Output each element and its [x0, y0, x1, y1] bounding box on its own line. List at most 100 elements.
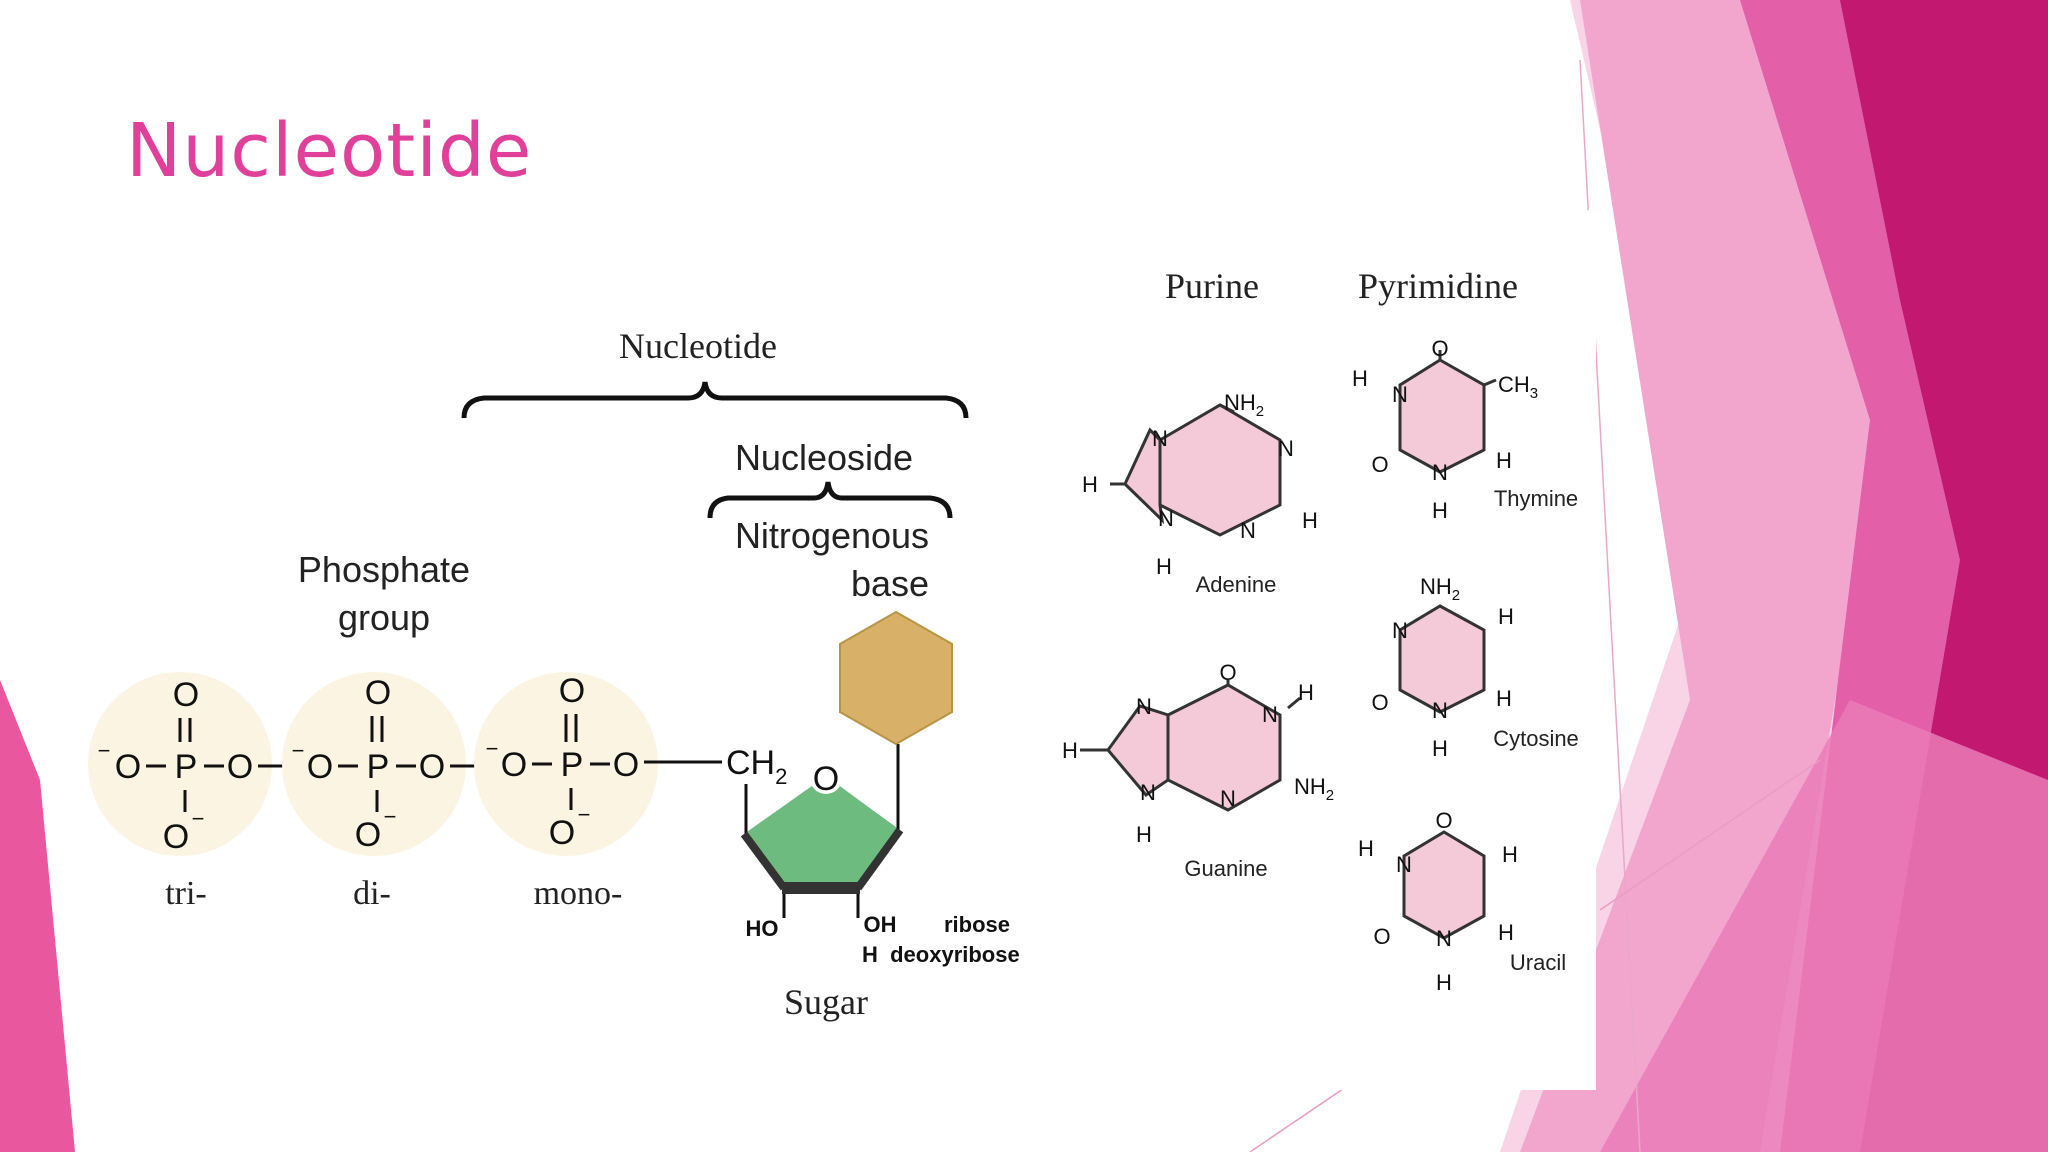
sugar-ring-o: O: [813, 760, 839, 798]
atom-o: O: [559, 672, 585, 710]
atom-n: N: [1158, 506, 1174, 531]
sugar-ribose: ribose: [944, 912, 1010, 937]
atom-o: O: [501, 746, 527, 784]
phosphate-label-mono: mono-: [534, 875, 623, 912]
atom-o: O: [1219, 660, 1236, 685]
phosphate-label-di: di-: [353, 875, 391, 912]
label-thymine: Thymine: [1494, 486, 1578, 511]
phosphate-glow: [282, 672, 466, 856]
label-adenine: Adenine: [1196, 572, 1277, 597]
sugar-ring-o-bg: [810, 762, 842, 794]
guanine-structure: O N H N N N H H NH2 Guanine: [1062, 660, 1334, 881]
atom-h: H: [1496, 686, 1512, 711]
atom-n: N: [1392, 618, 1408, 643]
atom-n: N: [1220, 786, 1236, 811]
atom-minus: −: [578, 802, 591, 827]
atom-o: O: [1373, 924, 1390, 949]
atom-nh2: NH2: [1420, 574, 1460, 604]
sugar-oh: OH: [864, 912, 897, 937]
phosphate-glow: [88, 672, 272, 856]
atom-n: N: [1396, 852, 1412, 877]
atom-h: H: [1498, 604, 1514, 629]
label-phosphate-group: Phosphate: [298, 549, 470, 590]
atom-nh2-text: NH: [1224, 390, 1256, 415]
atom-n: N: [1392, 382, 1408, 407]
bond: [1287, 696, 1301, 710]
atom-h: H: [1496, 448, 1512, 473]
thymine-structure: O N H CH3 O N H H Thymine: [1352, 336, 1578, 523]
sugar-ho: HO: [746, 916, 779, 941]
atom-n: N: [1240, 518, 1256, 543]
cytosine-ring: [1398, 604, 1486, 714]
atom-h: H: [1082, 472, 1098, 497]
bond: [1483, 378, 1497, 387]
atom-o: O: [365, 674, 391, 712]
atom-o: O: [173, 676, 199, 714]
atom-o: O: [613, 746, 639, 784]
atom-h: H: [1298, 680, 1314, 705]
atom-h: H: [1432, 498, 1448, 523]
label-nitrogenous-base-2: base: [851, 563, 929, 604]
bond: [1219, 403, 1235, 414]
uracil-structure: O H N H O N H H Uracil: [1358, 808, 1566, 995]
atom-o: O: [307, 748, 333, 786]
atom-n: N: [1432, 698, 1448, 723]
phosphate-di: O − O P O O − di-: [282, 672, 480, 912]
atom-n: N: [1152, 426, 1168, 451]
atom-nh2-sub: 2: [1452, 587, 1460, 604]
sugar-ring: [744, 776, 900, 888]
sugar: CH2 O HO OH ribose H deoxyribose Sugar: [726, 744, 1020, 1022]
atom-n: N: [1278, 436, 1294, 461]
atom-nh2-text: NH: [1294, 774, 1326, 799]
header-pyrimidine: Pyrimidine: [1358, 266, 1518, 306]
atom-n: N: [1436, 926, 1452, 951]
atom-o: O: [419, 748, 445, 786]
atom-h: H: [1156, 554, 1172, 579]
atom-n: N: [1432, 460, 1448, 485]
adenine-imidazole: [1123, 427, 1165, 525]
atom-o: O: [355, 816, 381, 854]
sugar-ring-edge: [740, 831, 788, 891]
nitrogenous-base-hexagon: [839, 610, 953, 746]
phosphate-mono: O − O P O O − mono-: [474, 672, 722, 912]
atom-n: N: [1140, 780, 1156, 805]
sugar-ring-edge: [854, 827, 904, 891]
cytosine-structure: NH2 H N O N H H Cytosine: [1371, 574, 1578, 761]
adenine-structure: NH2 N N N N H H H Adenine: [1082, 390, 1318, 597]
atom-ch3-sub: 3: [1530, 385, 1538, 402]
atom-minus: −: [486, 736, 499, 761]
atom-p: P: [175, 748, 198, 786]
atom-h: H: [1302, 508, 1318, 533]
atom-minus: −: [292, 738, 305, 763]
sugar-ch2: CH2: [726, 744, 787, 789]
atom-minus: −: [98, 738, 111, 763]
label-nitrogenous-base: Nitrogenous: [735, 515, 929, 556]
atom-n: N: [1136, 694, 1152, 719]
uracil-ring: [1402, 830, 1486, 940]
label-phosphate-group-2: group: [338, 597, 430, 638]
guanine-imidazole: [1106, 704, 1170, 798]
deco-left: [0, 680, 75, 1152]
atom-ch3: CH3: [1498, 372, 1538, 402]
atom-h: H: [1136, 822, 1152, 847]
label-nucleoside: Nucleoside: [735, 437, 913, 478]
atom-o: O: [115, 748, 141, 786]
atom-o: O: [1371, 690, 1388, 715]
atom-o: O: [1431, 336, 1448, 361]
header-purine: Purine: [1165, 266, 1259, 306]
label-guanine: Guanine: [1184, 856, 1267, 881]
deco-line: [1599, 759, 1821, 911]
atom-nh2: NH2: [1224, 390, 1264, 420]
label-uracil: Uracil: [1510, 950, 1566, 975]
atom-nh2-sub: 2: [1326, 787, 1334, 804]
atom-p: P: [561, 746, 584, 784]
atom-h: H: [1358, 836, 1374, 861]
atom-nh2-sub: 2: [1256, 403, 1264, 420]
atom-o: O: [1435, 808, 1452, 833]
atom-h: H: [1436, 970, 1452, 995]
phosphate-label-tri: tri-: [165, 875, 207, 912]
phosphate-glow: [474, 672, 658, 856]
brace-nucleotide: [461, 381, 969, 419]
atom-h: H: [1498, 920, 1514, 945]
